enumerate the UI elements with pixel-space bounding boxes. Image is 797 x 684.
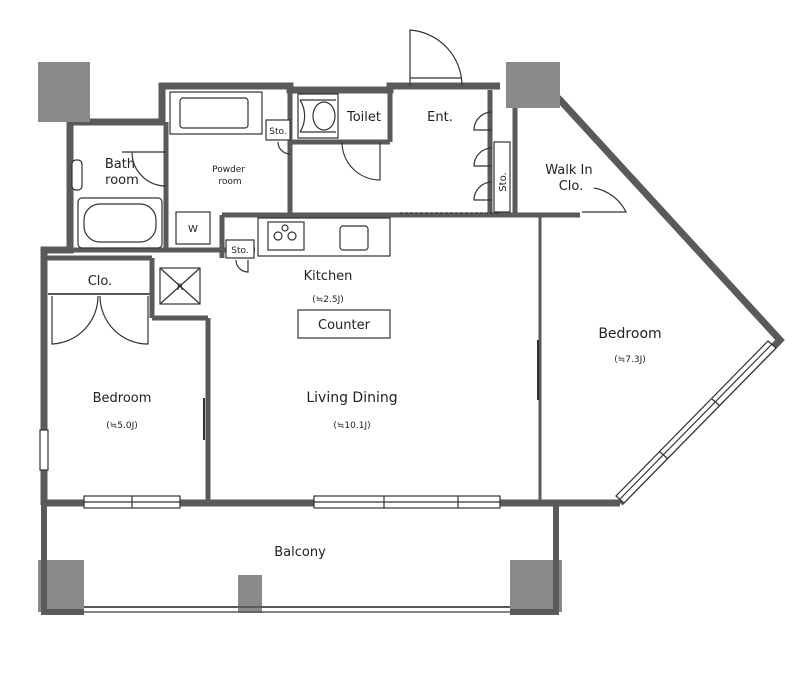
sto-kitchen-box <box>225 239 255 259</box>
toilet-bowl <box>312 101 336 131</box>
label-walk-in-line1: Walk In <box>545 163 592 178</box>
label-toilet: Toilet <box>346 110 381 125</box>
sto-powder-box <box>265 119 291 141</box>
washer <box>175 211 211 245</box>
label-powder-line2: room <box>218 177 241 187</box>
label-sto-powder: Sto. <box>269 127 286 137</box>
bath-fixture <box>71 159 83 191</box>
toilet-door <box>299 99 306 133</box>
sto-entrance-box <box>493 141 511 213</box>
label-washer: W <box>188 224 198 235</box>
closet-door-left <box>51 295 99 345</box>
walk-in-door <box>582 187 627 213</box>
balcony-outline <box>41 503 559 615</box>
label-bedroom-left-size: (≒5.0J) <box>106 421 138 431</box>
label-sto-entrance: Sto. <box>498 172 509 191</box>
kitchen-sto-door <box>235 259 249 273</box>
label-kitchen-size: (≒2.5J) <box>312 295 344 305</box>
label-kitchen: Kitchen <box>304 269 353 284</box>
label-walk-in-line2: Clo. <box>559 179 584 194</box>
label-sto-kitchen: Sto. <box>231 246 248 256</box>
kitchen-sink <box>339 225 369 251</box>
labels: Bath room Powder room W Sto. Toilet Ent.… <box>88 110 662 560</box>
label-balcony: Balcony <box>274 545 326 560</box>
label-bathroom-line1: Bath <box>105 157 135 172</box>
interior-walls <box>44 90 580 503</box>
label-bedroom-right: Bedroom <box>598 326 661 342</box>
ent-closet-door-1 <box>473 111 493 131</box>
sink <box>179 97 249 129</box>
label-bedroom-left: Bedroom <box>93 391 152 406</box>
label-refrigerator: R <box>177 283 183 293</box>
closet-door-right <box>99 295 149 345</box>
windows <box>39 340 777 509</box>
label-living: Living Dining <box>306 390 397 406</box>
entrance-door <box>409 29 463 87</box>
label-bathroom-line2: room <box>105 173 139 188</box>
label-counter: Counter <box>318 318 371 333</box>
label-powder: Powder room <box>212 165 248 187</box>
label-living-size: (≒10.1J) <box>333 421 370 431</box>
label-powder-line1: Powder <box>212 165 245 175</box>
doors <box>51 29 627 440</box>
label-entrance: Ent. <box>427 110 453 125</box>
label-bedroom-right-size: (≒7.3J) <box>614 355 646 365</box>
window-bedroom-side <box>39 429 49 471</box>
label-walk-in: Walk In Clo. <box>545 163 596 194</box>
powder-sto-door <box>277 141 291 155</box>
bathtub-inner <box>83 203 157 243</box>
column-top-left <box>38 62 90 122</box>
fixtures <box>71 91 511 339</box>
bathroom-door <box>122 151 167 187</box>
column-top-right <box>506 62 560 108</box>
label-bathroom: Bath room <box>105 157 139 188</box>
ent-closet-door-2 <box>473 147 493 167</box>
label-closet: Clo. <box>88 274 113 289</box>
counter-box <box>297 309 391 339</box>
ent-closet-door-3 <box>473 181 493 201</box>
hallway-door <box>341 141 381 181</box>
